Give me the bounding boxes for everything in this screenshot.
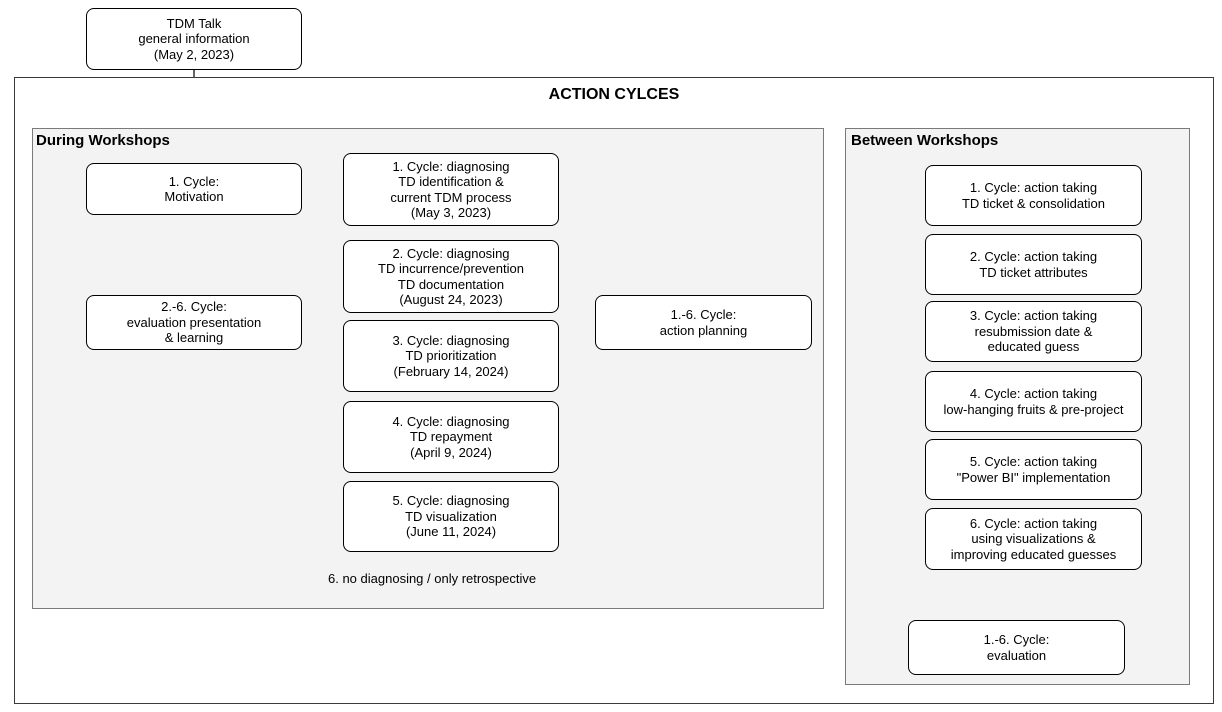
node-text-line: & learning <box>164 330 224 346</box>
node-text-line: resubmission date & <box>974 323 1093 339</box>
node-text-line: 3. Cycle: diagnosing <box>392 332 510 348</box>
node-text-line: evaluation presentation <box>126 314 262 330</box>
node-text-line: (April 9, 2024) <box>410 444 492 460</box>
node-text-line: 4. Cycle: action taking <box>969 386 1098 401</box>
node-text-line: current TDM process <box>390 189 512 205</box>
node-text-line: TD ticket & consolidation <box>961 195 1106 211</box>
retrospective-edge-label: 6. no diagnosing / only retrospective <box>328 571 537 586</box>
node-text-line: TD incurrence/prevention <box>378 261 524 276</box>
node-text-line: (June 11, 2024) <box>405 524 497 540</box>
node-text-line: action planning <box>659 322 748 338</box>
node-text-line: 5. Cycle: diagnosing <box>392 493 510 509</box>
node-text-line: 1.-6. Cycle: <box>983 632 1050 647</box>
cycle1-motivation-node: 1. Cycle:Motivation <box>86 163 302 215</box>
node-text-line: 5. Cycle: action taking <box>969 454 1098 469</box>
action-taking-cycle5-node: 5. Cycle: action taking"Power BI" implem… <box>925 439 1142 500</box>
node-text-line: 2.-6. Cycle: <box>161 299 227 315</box>
node-text-line: TD ticket attributes <box>979 264 1088 280</box>
node-text-line: TD visualization <box>405 508 497 524</box>
node-text-line: 6. Cycle: action taking <box>969 515 1098 531</box>
evaluation-node: 1.-6. Cycle:evaluation <box>908 620 1125 675</box>
node-text-line: (May 3, 2023) <box>410 205 492 220</box>
node-text-line: TDM Talk <box>166 15 222 31</box>
node-text-line: (May 2, 2023) <box>153 46 235 62</box>
node-text-line: 1. Cycle: action taking <box>969 180 1098 195</box>
node-text-line: 1. Cycle: <box>168 173 220 189</box>
node-text-line: "Power BI" implementation <box>956 469 1111 485</box>
node-text-line: educated guess <box>987 339 1080 355</box>
between-workshops-title: Between Workshops <box>851 132 999 149</box>
node-text-line: 4. Cycle: diagnosing <box>392 413 510 429</box>
diagram-title: ACTION CYLCES <box>548 86 680 103</box>
action-planning-node: 1.-6. Cycle:action planning <box>595 295 812 350</box>
node-text-line: Motivation <box>164 189 224 204</box>
node-text-line: using visualizations & <box>971 531 1096 547</box>
node-text-line: TD identification & <box>398 174 504 189</box>
node-text-line: TD prioritization <box>405 348 497 364</box>
node-text-line: evaluation <box>986 647 1047 663</box>
node-text-line: 1.-6. Cycle: <box>670 307 737 322</box>
node-text-line: improving educated guesses <box>950 546 1117 562</box>
node-text-line: low-hanging fruits & pre-project <box>943 401 1124 417</box>
evaluation-presentation-node: 2.-6. Cycle:evaluation presentation& lea… <box>86 295 302 350</box>
node-text-line: 3. Cycle: action taking <box>969 308 1098 324</box>
node-text-line: TD documentation <box>397 276 505 292</box>
node-text-line: general information <box>138 31 250 47</box>
node-text-line: 2. Cycle: action taking <box>969 249 1098 264</box>
node-text-line: TD repayment <box>409 429 493 445</box>
during-workshops-title: During Workshops <box>36 132 170 149</box>
node-text-line: 1. Cycle: diagnosing <box>392 158 510 174</box>
node-text-line: 2. Cycle: diagnosing <box>392 245 510 261</box>
node-text-line: (August 24, 2023) <box>399 292 503 307</box>
node-text-line: (February 14, 2024) <box>393 363 509 379</box>
